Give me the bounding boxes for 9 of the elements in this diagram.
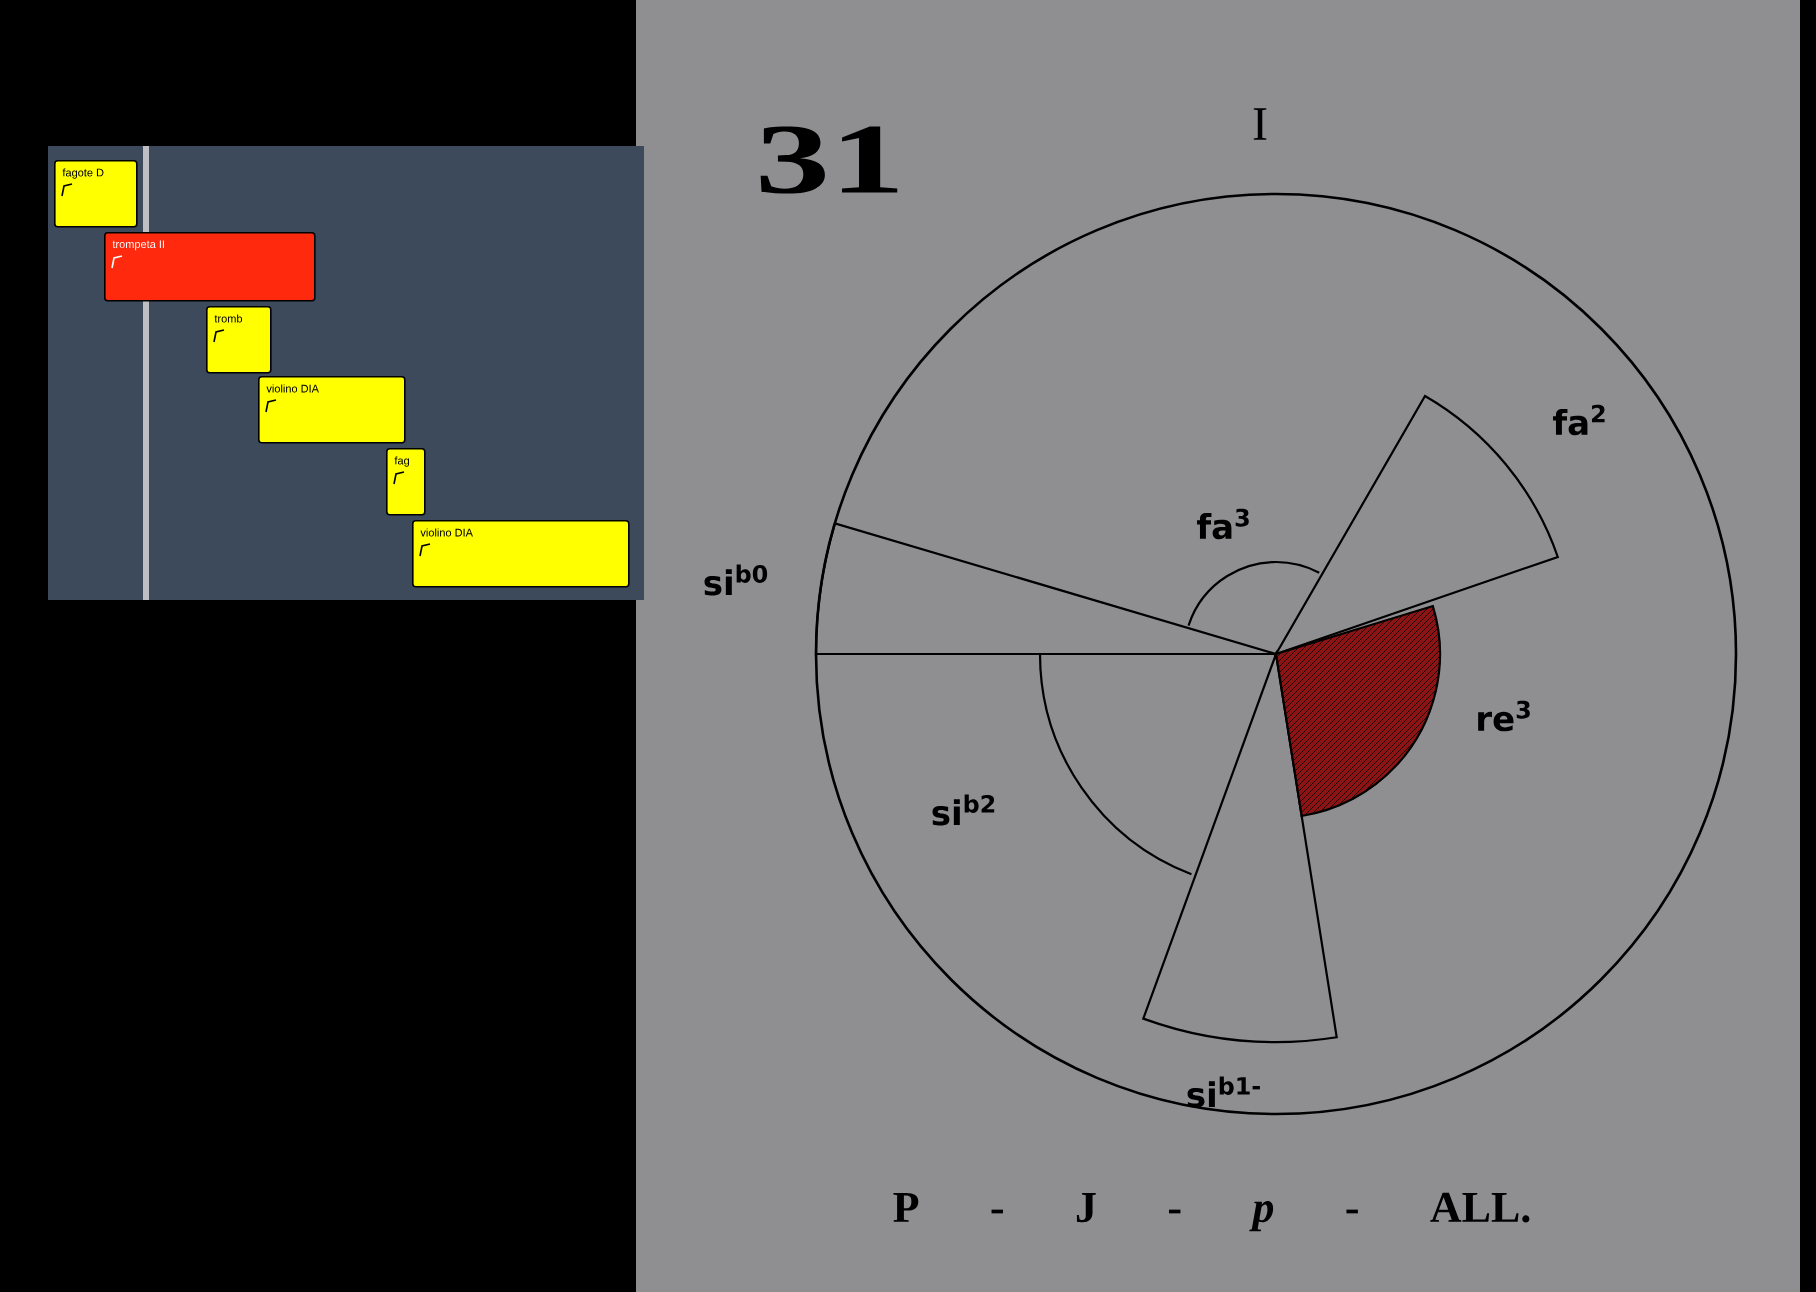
pitch-label: re$^{3}$ (1478, 700, 1530, 732)
dynamics-line: P - J - p - ALL. (893, 1192, 1530, 1232)
pitch-label: fa$^{3}$ (1197, 508, 1249, 540)
pitch-label: si$^{b0}$ (704, 564, 768, 596)
pitch-label: si$^{b2}$ (932, 794, 995, 826)
section-numeral: I (1253, 108, 1267, 140)
pitch-label: fa$^{2}$ (1553, 404, 1605, 436)
page-number: 31 (760, 126, 898, 194)
pitch-label: si$^{b1-}$ (1187, 1076, 1260, 1108)
